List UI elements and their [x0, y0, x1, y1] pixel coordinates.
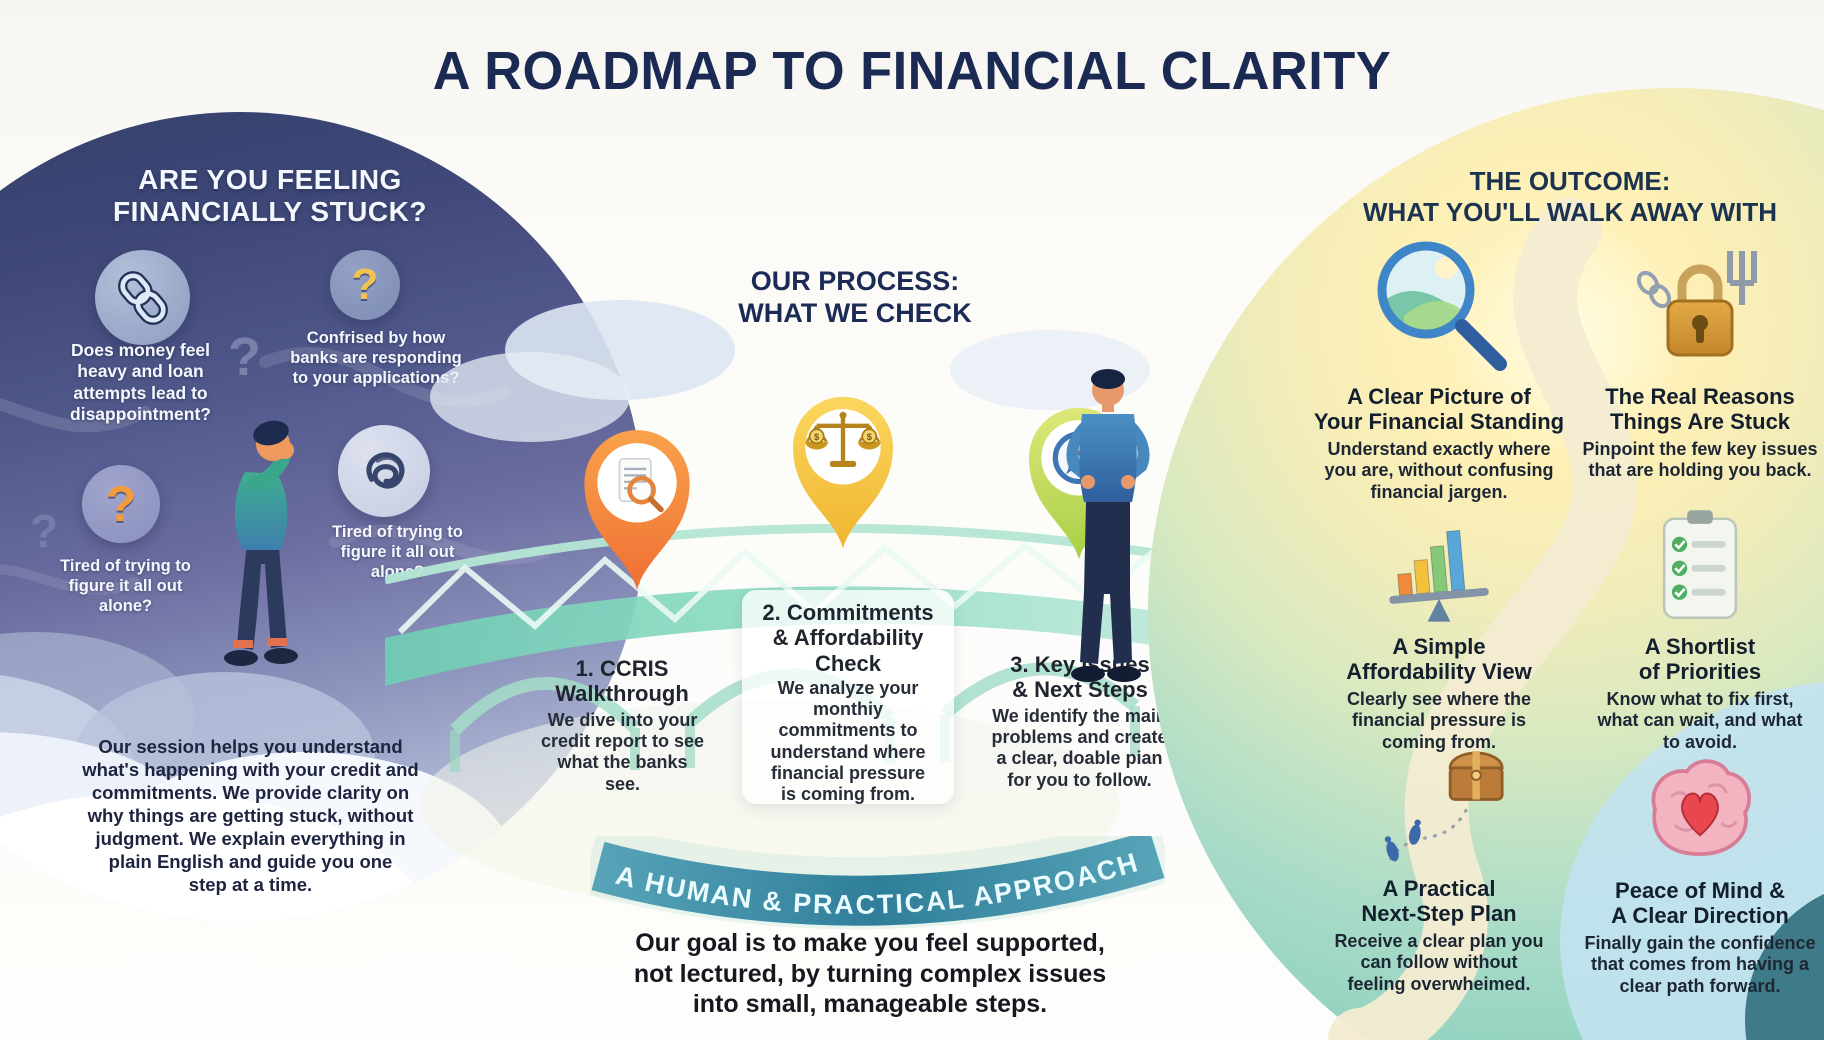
step-pin-commitments: $ $: [793, 396, 893, 549]
question-mark-icon: ?: [351, 260, 379, 309]
outcome-item: Peace of Mind & A Clear Direction Finall…: [1570, 748, 1824, 997]
question-bubble: ?: [330, 250, 400, 320]
outcome-description: Finally gain the confidence that comes f…: [1584, 932, 1816, 996]
question-bubble: ?: [82, 465, 160, 543]
outcome-item: A Practical Next-Step Plan Receive a cle…: [1305, 740, 1573, 995]
outcome-title: Peace of Mind & A Clear Direction: [1611, 878, 1789, 929]
cloud: [430, 352, 630, 442]
footsteps-chest-icon: [1384, 751, 1504, 862]
outcome-title: A Simple Affordability View: [1346, 634, 1532, 685]
faint-question-mark-decoration: ?: [228, 327, 261, 387]
pain-text: Tired of trying to figure it all out alo…: [60, 557, 191, 616]
magnifier-icon: [1377, 241, 1507, 371]
outcome-title: A Clear Picture of Your Financial Standi…: [1313, 384, 1565, 435]
winding-path-illustration: [1328, 198, 1637, 1040]
goal-text: Our goal is to make you feel supported, …: [633, 929, 1107, 1018]
pain-text: Confrised by how banks are responding to…: [290, 329, 462, 388]
balance-scale-icon: $ $: [805, 411, 881, 467]
knot-bubble: [338, 425, 430, 517]
page-title: A ROADMAP TO FINANCIAL CLARITY: [432, 41, 1392, 101]
outcome-item: A Shortlist of Priorities Know what to f…: [1570, 500, 1824, 753]
step-title: 1. CCRIS Walkthrough: [555, 656, 689, 707]
outcome-heading: THE OUTCOME: WHAT YOU'LL WALK AWAY WITH: [1363, 166, 1777, 228]
tangled-knot-icon: [366, 452, 405, 489]
step-title: 2. Commitments & Affordability Check: [762, 600, 934, 676]
step-card: [742, 590, 954, 804]
process-heading: OUR PROCESS: WHAT WE CHECK: [738, 266, 972, 328]
approach-ribbon: A HUMAN & PRACTICAL APPROACH: [590, 836, 1165, 930]
stuck-summary: Our session helps you understand what's …: [82, 736, 419, 895]
affordability-bars-icon: [1389, 529, 1489, 622]
outcome-description: Pinpoint the few key issues that are hol…: [1582, 438, 1818, 481]
faint-question-mark-decoration: ?: [30, 505, 59, 557]
svg-text:$: $: [814, 432, 820, 443]
outcome-title: A Practical Next-Step Plan: [1361, 876, 1517, 927]
outcome-description: Know what to fix first, what can wait, a…: [1597, 688, 1803, 752]
facepalm-person-illustration: [224, 420, 298, 666]
stuck-circle: [0, 112, 645, 922]
step-description: We analyze your monthiy commitments to u…: [770, 678, 926, 805]
stuck-heading: ARE YOU FEELING FINANCIALLY STUCK?: [113, 164, 427, 228]
outcome-description: Understand exactly where you are, withou…: [1324, 438, 1554, 502]
step-description: We dive into your credit report to see w…: [540, 710, 705, 794]
outcome-description: Receive a clear plan you can follow with…: [1334, 930, 1544, 994]
chain-bubble: [95, 250, 190, 345]
outcome-title: A Shortlist of Priorities: [1638, 634, 1762, 685]
step-pin-ccris: [584, 430, 690, 590]
chain-icon: [117, 270, 168, 325]
svg-text:$: $: [867, 432, 873, 443]
question-mark-icon: ?: [105, 476, 137, 532]
step-description: We identify the main problems and create…: [991, 706, 1168, 790]
outcome-item: A Simple Affordability View Clearly see …: [1305, 506, 1573, 753]
pain-text: Does money feel heavy and loan attempts …: [70, 340, 211, 425]
outcome-description: Clearly see where the financial pressure…: [1346, 688, 1532, 752]
brain-heart-icon: [1651, 759, 1751, 856]
checklist-icon: [1662, 510, 1738, 620]
standing-person-illustration: [1066, 369, 1150, 682]
padlock-icon: [1636, 251, 1757, 357]
outcome-item: The Real Reasons Things Are Stuck Pinpoi…: [1570, 238, 1824, 482]
outcome-title: The Real Reasons Things Are Stuck: [1605, 384, 1795, 435]
outcome-item: A Clear Picture of Your Financial Standi…: [1305, 228, 1573, 503]
document-magnifier-icon: [618, 457, 664, 513]
